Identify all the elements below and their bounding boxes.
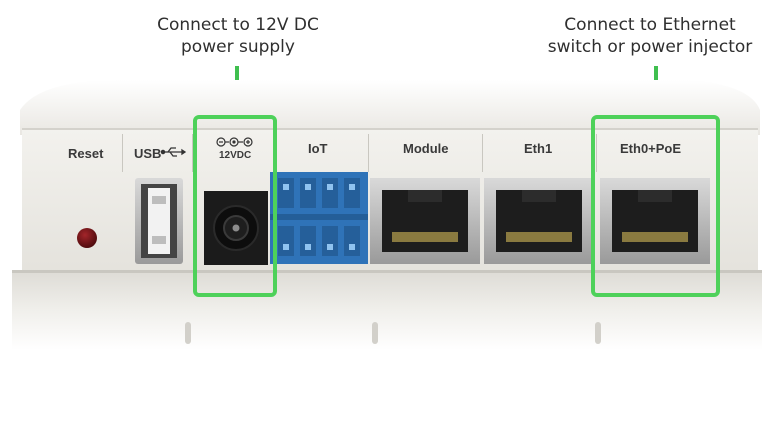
callout-dc-power: Connect to 12V DC power supply (128, 14, 348, 58)
callout-eth-line-2: switch or power injector (547, 37, 753, 57)
dc-polarity-icon (216, 137, 253, 147)
callout-dc-line-2: power supply (181, 37, 295, 57)
highlight-dc-power-port (193, 115, 277, 297)
eth0-poe-rj45-port[interactable] (600, 178, 710, 264)
label-eth0-poe: Eth0+PoE (620, 141, 682, 156)
label-reset: Reset (68, 146, 104, 161)
module-rj45-port[interactable] (370, 178, 480, 264)
label-module: Module (403, 141, 449, 156)
eth1-rj45-port[interactable] (484, 178, 594, 264)
highlight-eth0-poe-port (591, 115, 720, 297)
label-eth1: Eth1 (524, 141, 553, 156)
callout-eth-line-1: Connect to Ethernet (564, 15, 736, 35)
label-12vdc: 12VDC (219, 150, 252, 161)
reset-button[interactable] (77, 228, 97, 248)
dc-power-jack[interactable] (204, 191, 268, 265)
label-iot: IoT (308, 141, 328, 156)
router-rear-panel (12, 80, 762, 350)
callout-dc-line-1: Connect to 12V DC (157, 15, 319, 35)
label-usb: USB (134, 146, 162, 161)
usb-port[interactable] (135, 178, 183, 264)
iot-terminal-block[interactable] (270, 172, 368, 264)
callout-ethernet: Connect to Ethernet switch or power inje… (534, 14, 766, 58)
usb-trident-icon (160, 147, 187, 157)
